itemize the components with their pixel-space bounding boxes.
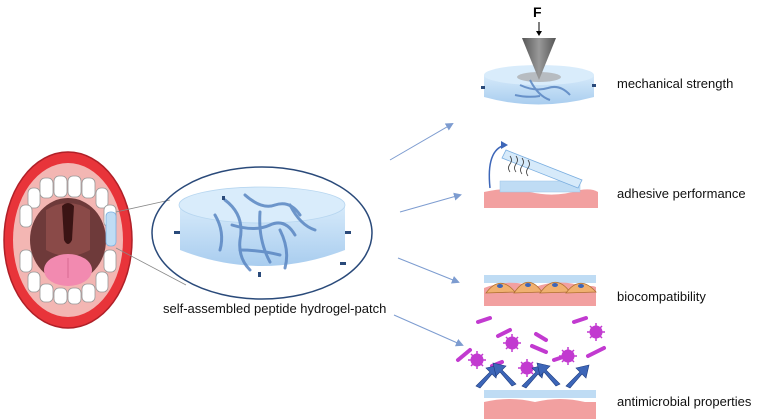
label-antimicrobial-properties: antimicrobial properties [617,394,752,409]
adhesive-performance-panel [484,141,598,208]
arrow-adhesive [399,192,462,213]
central-label: self-assembled peptide hydrogel-patch [163,301,387,316]
arrow-antimicrobial [393,314,464,347]
label-mechanical-strength: mechanical strength [617,76,734,91]
antimicrobial-panel [456,316,606,419]
arrow-mechanical [389,122,454,161]
open-mouth-icon [3,151,133,329]
label-biocompatibility: biocompatibility [617,289,706,304]
property-arrows [389,122,464,347]
mechanical-strength-panel [481,22,596,105]
indenter-icon [522,38,556,80]
zoom-line-bottom [115,247,187,286]
zoom-line-top [115,199,171,213]
bacteria-icon [468,323,605,377]
biocompatibility-panel [484,275,597,306]
hydrogel-disc-icon [151,166,373,300]
force-label: F [533,4,542,20]
arrow-biocompat [397,257,460,284]
label-adhesive-performance: adhesive performance [617,186,746,201]
